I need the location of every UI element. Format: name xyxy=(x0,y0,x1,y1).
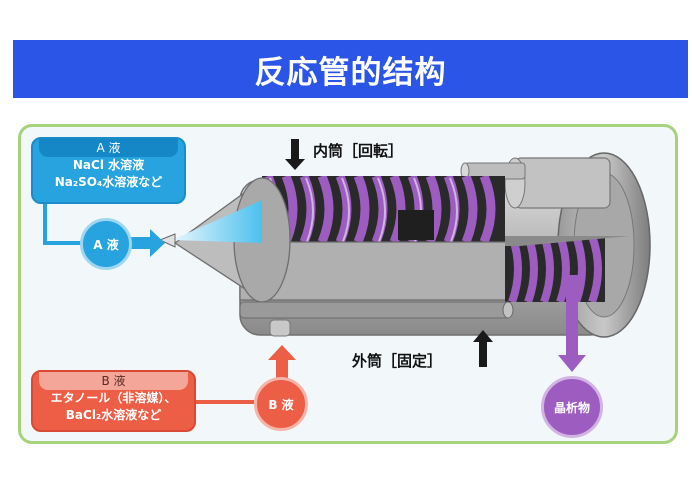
outer-tube-arrow xyxy=(473,330,493,367)
title-banner: 反応管的结构 xyxy=(13,40,688,98)
liquid-b-line1: エタノール（非溶媒）、 xyxy=(50,391,177,405)
liquid-b-header: B 液 xyxy=(39,372,188,390)
liquid-a-arrow xyxy=(150,229,165,257)
outer-tube-label: 外筒［固定］ xyxy=(352,352,443,370)
liquid-a-box: A 液 NaCl 水溶液 Na₂SO₄水溶液など xyxy=(31,137,186,204)
precipitate-flow xyxy=(558,275,586,372)
inner-shaft xyxy=(460,162,526,180)
inner-tube xyxy=(262,176,505,242)
tube-cone xyxy=(158,177,291,303)
inner-tube-label: 内筒［回転］ xyxy=(313,142,404,160)
liquid-b-inlet-badge: B 液 xyxy=(254,377,308,431)
inner-tube-arrow xyxy=(285,139,305,170)
liquid-b-box: B 液 エタノール（非溶媒）、 BaCl₂水溶液など xyxy=(31,370,196,432)
precipitate-badge: 晶析物 xyxy=(541,376,603,438)
outer-tube-section xyxy=(239,236,630,337)
page-title: 反応管的结构 xyxy=(254,54,447,91)
liquid-a-flow xyxy=(43,200,165,257)
liquid-a-header: A 液 xyxy=(39,139,178,157)
liquid-a-line2: Na₂SO₄水溶液など xyxy=(54,175,163,189)
liquid-a-inlet-badge: A 液 xyxy=(80,218,132,270)
liquid-b-arrow xyxy=(268,345,296,360)
precipitate-arrow xyxy=(558,355,586,372)
liquid-b-line2: BaCl₂水溶液など xyxy=(65,408,162,422)
liquid-a-line1: NaCl 水溶液 xyxy=(72,158,145,172)
liquid-b-flow xyxy=(196,345,296,404)
